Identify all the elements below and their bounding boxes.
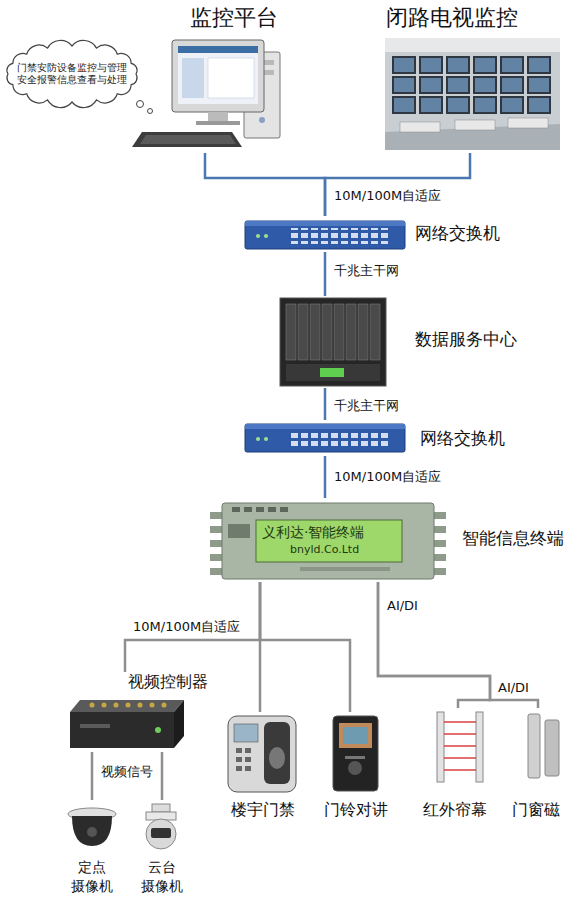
- terminal-icon: [210, 503, 446, 579]
- connector-label: 千兆主干网: [333, 398, 400, 414]
- camera-node: 定点 摄像机: [58, 800, 126, 902]
- connector-line: [324, 456, 327, 498]
- connector: [325, 252, 326, 296]
- connector: [325, 456, 326, 498]
- dome-camera-icon: [68, 808, 116, 846]
- connector-label: 10M/100M自适应: [333, 469, 442, 485]
- server-icon: [280, 298, 386, 386]
- connector-label: AI/DI: [386, 598, 419, 614]
- node-label: 楼宇门禁: [215, 800, 310, 819]
- connector: [260, 582, 350, 712]
- connector-line: [324, 388, 327, 420]
- connector-label: 10M/100M自适应: [333, 188, 442, 204]
- screen-text: bnyld.Co.Ltd: [290, 544, 359, 556]
- connector-line: [378, 582, 490, 708]
- node-label: 门禁安防设备监控与管理 安全报警信息查看与处理: [16, 62, 128, 86]
- device-node: 红外帘幕: [412, 708, 497, 824]
- platform-node: 监控平台: [150, 3, 290, 153]
- connector-label: 10M/100M自适应: [132, 619, 241, 635]
- connector-line: [161, 752, 164, 800]
- switch-icon: [245, 424, 405, 452]
- connector: [125, 582, 260, 672]
- device-node: 门铃对讲: [312, 712, 400, 824]
- dvr-icon: [70, 700, 184, 748]
- screen-text: 义利达·智能终端: [262, 525, 364, 540]
- cctv-node: 闭路电视监控: [380, 3, 565, 153]
- ptz-camera-icon: [146, 804, 176, 849]
- connector: [205, 153, 325, 216]
- connector-line: [205, 153, 325, 216]
- connector: [325, 388, 326, 420]
- access-control-icon: [228, 716, 296, 792]
- node-label: 网络交换机: [415, 223, 500, 243]
- cloud-bubbles: [137, 101, 153, 114]
- node-label: 智能信息终端: [462, 528, 564, 548]
- computer-icon: [132, 40, 280, 147]
- connector-line: [260, 582, 350, 712]
- video-controller-node: 视频控制器: [62, 672, 212, 752]
- intercom-icon: [333, 716, 378, 791]
- node-label: 定点 摄像机: [69, 858, 115, 896]
- cloud-shape: [7, 40, 137, 107]
- node-label: 数据服务中心: [415, 329, 517, 349]
- switch-node: 网络交换机: [240, 420, 522, 456]
- switch-icon: [245, 221, 405, 249]
- node-label: 门铃对讲: [312, 800, 400, 819]
- connector-label: 视频信号: [100, 764, 154, 780]
- connector: [92, 752, 93, 800]
- node-label: 门窗磁: [500, 800, 572, 819]
- connector: [378, 582, 538, 708]
- ir-curtain-icon: [437, 712, 483, 782]
- node-label: 云台 摄像机: [139, 858, 185, 896]
- node-label: 视频控制器: [128, 672, 208, 691]
- connector-line: [91, 752, 94, 800]
- door-magnet-icon: [528, 714, 559, 778]
- node-label: 闭路电视监控: [386, 5, 518, 31]
- connector-label: 千兆主干网: [333, 263, 400, 279]
- terminal-node: 智能信息终端: [205, 498, 577, 582]
- switch-node: 网络交换机: [240, 216, 518, 252]
- callout-cloud: 门禁安防设备监控与管理 安全报警信息查看与处理: [3, 42, 141, 106]
- connector: [162, 752, 163, 800]
- connector-line: [324, 252, 327, 296]
- node-label: 红外帘幕: [412, 800, 497, 819]
- device-node: 门窗磁: [500, 708, 572, 824]
- connector-line: [125, 582, 260, 672]
- node-label: 监控平台: [190, 5, 278, 31]
- device-node: 楼宇门禁: [215, 712, 310, 824]
- cctv-wall: [385, 38, 560, 150]
- camera-node: 云台 摄像机: [128, 800, 196, 902]
- connector-label: AI/DI: [497, 680, 530, 696]
- connector: [325, 153, 470, 216]
- server-node: 数据服务中心: [272, 296, 537, 388]
- connector: [378, 582, 490, 708]
- connector-line: [325, 153, 470, 216]
- connector-line: [378, 582, 538, 708]
- node-label: 网络交换机: [420, 428, 505, 448]
